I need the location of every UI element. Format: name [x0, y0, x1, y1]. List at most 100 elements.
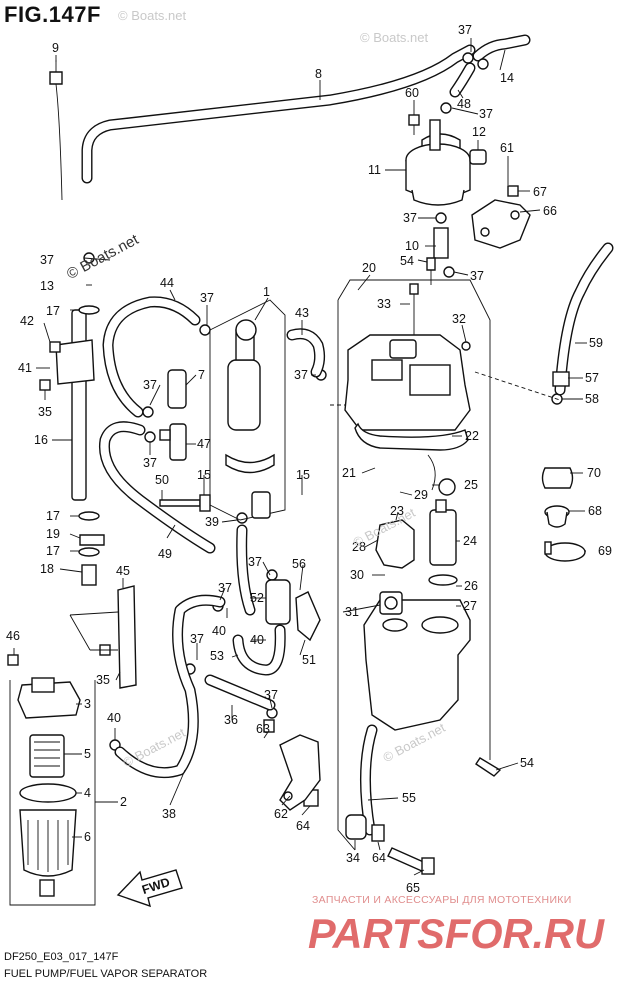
dealer-logo-text: PARTSFOR.RU [308, 910, 606, 957]
gasket-22 [354, 422, 469, 451]
bracket-62 [263, 719, 321, 811]
callout-38: 38 [162, 807, 176, 821]
callout-67: 67 [533, 185, 547, 199]
hose-44 [102, 296, 201, 418]
filter-assembly-outline [9, 680, 96, 906]
callout-34: 34 [346, 851, 360, 865]
callout-20: 20 [362, 261, 376, 275]
union-19 [78, 305, 105, 586]
callout-52: 52 [250, 591, 264, 605]
clamp-69 [544, 541, 586, 562]
short-hose-48 [449, 62, 476, 98]
callout-39: 39 [205, 515, 219, 529]
watermark: © Boats.net [360, 30, 429, 45]
callout-37: 37 [40, 253, 54, 267]
filter-cup-6 [19, 809, 77, 897]
callout-49: 49 [158, 547, 172, 561]
callout-37: 37 [248, 555, 262, 569]
callout-69: 69 [598, 544, 612, 558]
bracket-66 [471, 185, 531, 249]
pipe-16 [39, 309, 95, 501]
callout-65: 65 [406, 881, 420, 895]
fuel-pump-24 [427, 454, 458, 586]
callout-19: 19 [46, 527, 60, 541]
hose-59 [552, 242, 614, 396]
callout-37: 37 [470, 269, 484, 283]
callout-18: 18 [40, 562, 54, 576]
elbow-hose-14 [472, 34, 531, 62]
callout-32: 32 [452, 312, 466, 326]
filter-52 [232, 579, 291, 676]
figure-title: FIG.147F [4, 2, 101, 27]
callout-64: 64 [296, 819, 310, 833]
callout-30: 30 [350, 568, 364, 582]
callout-54: 54 [520, 756, 534, 770]
callout-9: 9 [52, 41, 59, 55]
dealer-tagline: ЗАПЧАСТИ И АКСЕССУАРЫ ДЛЯ МОТОТЕХНИКИ [312, 894, 572, 906]
callout-4: 4 [84, 786, 91, 800]
grommet-68 [544, 505, 570, 528]
callout-35: 35 [38, 405, 52, 419]
callout-37: 37 [143, 456, 157, 470]
callout-17: 17 [46, 544, 60, 558]
callout-46: 46 [6, 629, 20, 643]
callout-37: 37 [403, 211, 417, 225]
bolt-33 [409, 283, 419, 340]
callout-59: 59 [589, 336, 603, 350]
callout-17: 17 [46, 509, 60, 523]
watermark: © Boats.net [118, 8, 187, 23]
fitting-47 [159, 423, 187, 461]
callout-14: 14 [500, 71, 514, 85]
callout-31: 31 [345, 605, 359, 619]
callout-55: 55 [402, 791, 416, 805]
callout-11: 11 [368, 163, 381, 177]
callout-47: 47 [197, 437, 211, 451]
separator-assembly-outline-20 [330, 279, 561, 851]
callout-1: 1 [263, 285, 270, 299]
callout-37: 37 [479, 107, 493, 121]
callout-3: 3 [84, 697, 91, 711]
callout-16: 16 [34, 433, 48, 447]
callout-48: 48 [457, 97, 471, 111]
callout-68: 68 [588, 504, 602, 518]
fitting-7 [167, 369, 187, 409]
callout-37: 37 [143, 378, 157, 392]
callout-56: 56 [292, 557, 306, 571]
callout-40: 40 [250, 633, 264, 647]
callout-5: 5 [84, 747, 91, 761]
callout-28: 28 [352, 540, 366, 554]
callout-12: 12 [472, 125, 486, 139]
hose-49 [98, 421, 216, 554]
callout-37: 37 [264, 688, 278, 702]
callout-37: 37 [218, 581, 232, 595]
callout-15: 15 [197, 468, 211, 482]
callout-42: 42 [20, 314, 34, 328]
o-ring-4 [19, 783, 77, 803]
callout-23: 23 [390, 504, 404, 518]
callout-37: 37 [458, 23, 472, 37]
callout-40: 40 [107, 711, 121, 725]
callout-numbers: 9 8 37 14 48 37 60 12 61 11 67 66 37 10 … [6, 23, 612, 895]
callout-43: 43 [295, 306, 309, 320]
callout-53: 53 [210, 649, 224, 663]
bracket-45 [69, 585, 137, 689]
callout-60: 60 [405, 86, 419, 100]
separator-bowl [363, 599, 471, 731]
leader-lines [13, 38, 587, 876]
callout-44: 44 [160, 276, 174, 290]
bolt-50 [159, 494, 211, 512]
callout-37: 37 [294, 368, 308, 382]
model-code: DF250_E03_017_147F [4, 951, 119, 963]
callout-7: 7 [198, 368, 205, 382]
separator-top-casting [344, 334, 471, 431]
callout-41: 41 [18, 361, 32, 375]
callout-66: 66 [543, 204, 557, 218]
callout-13: 13 [40, 279, 54, 293]
callout-15: 15 [296, 468, 310, 482]
dealer-logo: PARTSFOR.RU [308, 910, 606, 957]
bracket-51 [295, 591, 321, 642]
callout-36: 36 [224, 713, 238, 727]
drain-screw-54 [475, 757, 502, 777]
figure-caption: FUEL PUMP/FUEL VAPOR SEPARATOR [4, 968, 208, 980]
